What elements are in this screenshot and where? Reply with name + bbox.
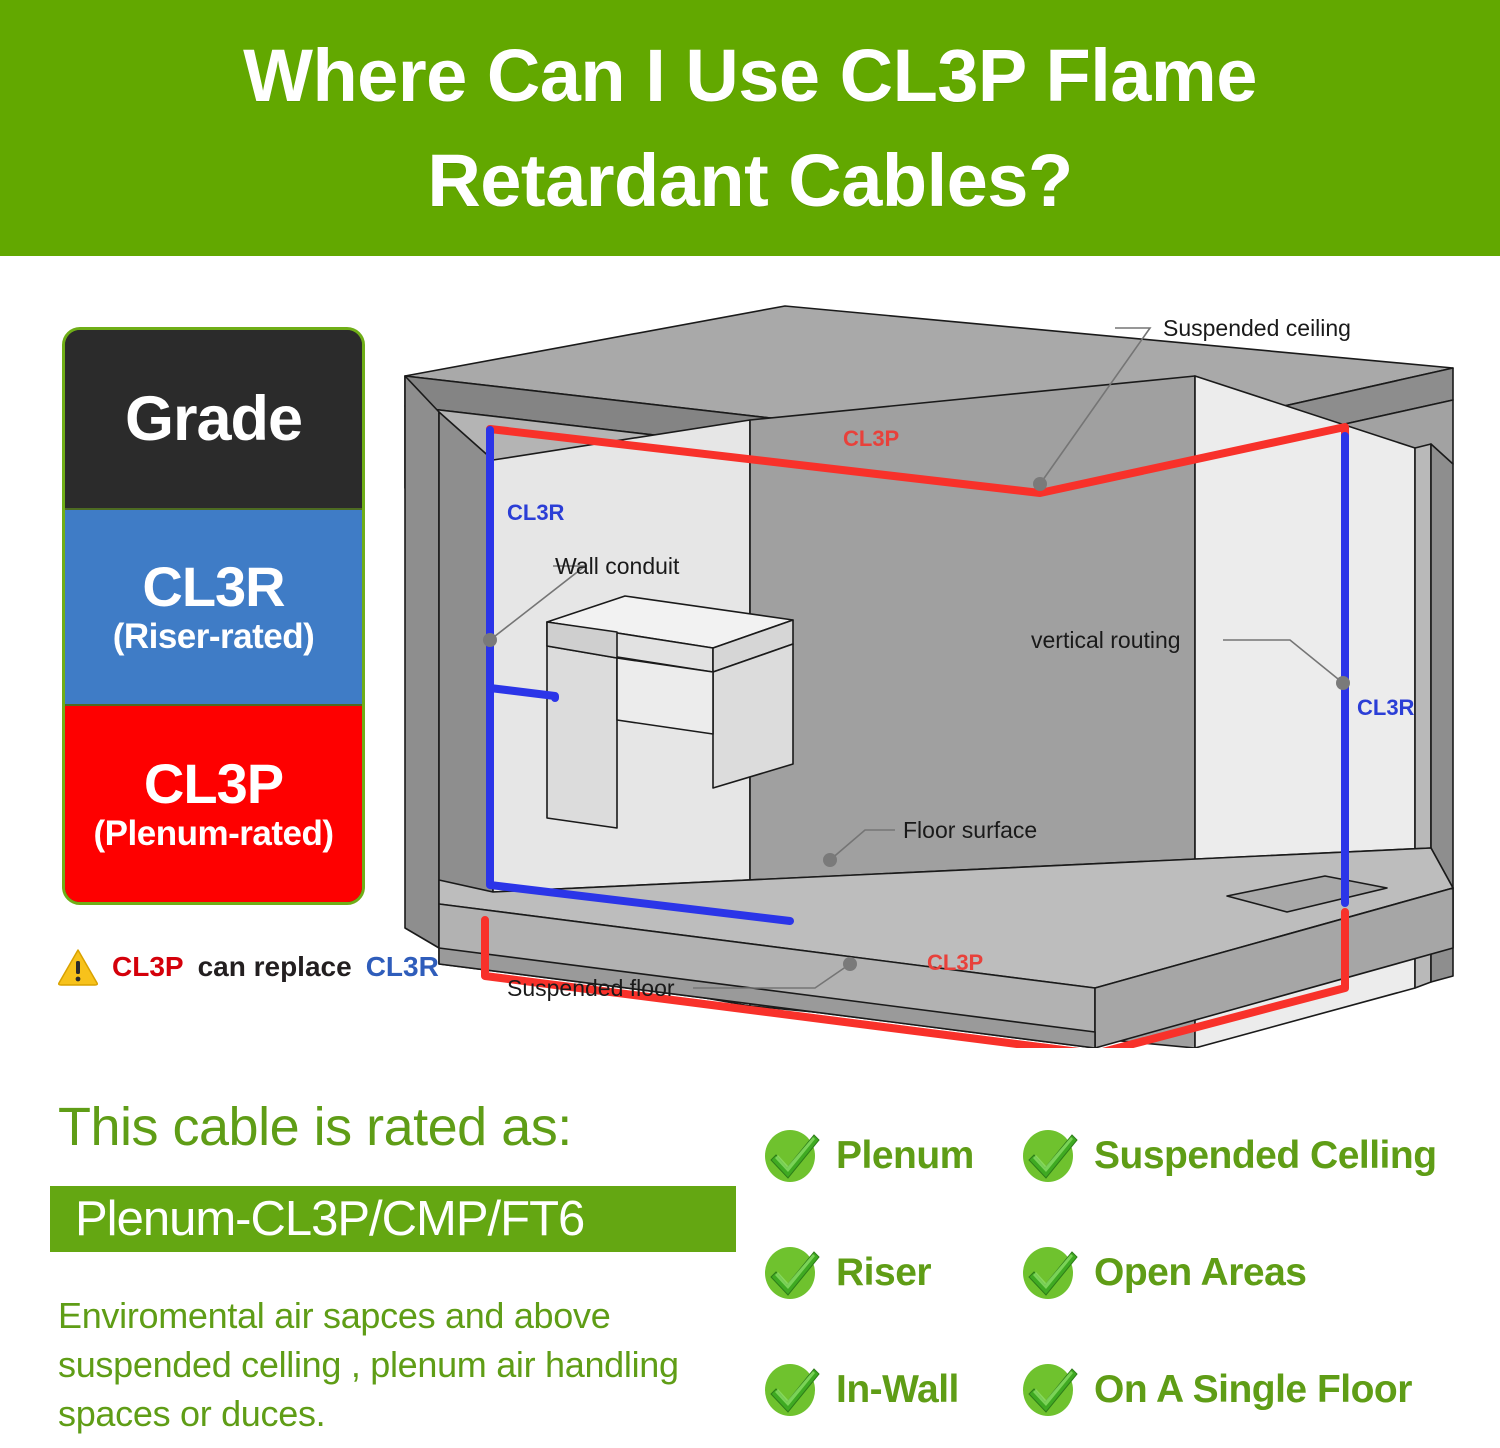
legend-cl3p-code: CL3P	[143, 751, 284, 815]
anchor-suspended-floor	[843, 957, 857, 971]
note-part-cl3r: CL3R	[365, 951, 439, 982]
leader-suspended-floor	[693, 963, 851, 989]
check-label: Suspended Celling	[1094, 1134, 1437, 1178]
legend-row-grade: Grade	[65, 330, 362, 508]
green-check-icon	[765, 1130, 820, 1183]
green-check-icon	[1023, 1130, 1078, 1183]
left-wall-edge	[438, 411, 494, 961]
tag-cl3p-ceiling: CL3P	[843, 426, 899, 451]
legend-cl3r-code: CL3R	[142, 554, 285, 618]
leader-floor-surface	[829, 829, 895, 861]
right-outer-wall	[1430, 443, 1454, 983]
anchor-wall-conduit	[483, 633, 497, 647]
check-label: In-Wall	[836, 1367, 959, 1411]
grade-legend: Grade CL3R (Riser-rated) CL3P (Plenum-ra…	[62, 327, 365, 905]
leader-wall-conduit	[489, 565, 588, 641]
green-check-icon	[765, 1363, 820, 1416]
rated-description: Enviromental air sapces and above suspen…	[58, 1295, 679, 1434]
legend-row-cl3p: CL3P (Plenum-rated)	[65, 704, 362, 902]
room-diagram-svg: .stk{stroke:#1a1a1a;stroke-width:1.6;str…	[404, 305, 1454, 1048]
leader-vertical-routing	[1223, 639, 1344, 684]
rating-check-grid: Plenum Suspended Celling Riser Open Area…	[762, 1098, 1492, 1448]
legend-grade-label: Grade	[124, 384, 303, 454]
legend-cl3p-sub: (Plenum-rated)	[93, 813, 334, 853]
check-item-in-wall: In-Wall	[762, 1331, 1020, 1448]
check-label: Plenum	[836, 1134, 974, 1178]
header-banner: Where Can I Use CL3P Flame Retardant Cab…	[0, 0, 1500, 256]
label-suspended-ceiling: Suspended ceiling	[1163, 315, 1351, 341]
label-floor-surface: Floor surface	[903, 817, 1037, 843]
green-check-icon	[765, 1246, 820, 1299]
leader-suspended-ceiling	[1039, 327, 1152, 485]
anchor-floor-surface	[823, 853, 837, 867]
check-item-open-areas: Open Areas	[1020, 1215, 1492, 1332]
label-vertical-routing: vertical routing	[1031, 627, 1181, 653]
room-diagram: .stk{stroke:#1a1a1a;stroke-width:1.6;str…	[395, 288, 1475, 1048]
label-wall-conduit: Wall conduit	[555, 553, 680, 579]
cl3r-left-cable	[486, 426, 794, 925]
green-check-icon	[1023, 1363, 1078, 1416]
desk	[546, 595, 794, 829]
check-item-suspended-celling: Suspended Celling	[1020, 1098, 1492, 1215]
warning-triangle-icon	[58, 949, 98, 986]
legend-row-cl3r: CL3R (Riser-rated)	[65, 508, 362, 704]
check-label: On A Single Floor	[1094, 1367, 1412, 1411]
rated-chip: Plenum-CL3P/CMP/FT6	[50, 1186, 736, 1252]
check-item-single-floor: On A Single Floor	[1020, 1331, 1492, 1448]
check-label: Riser	[836, 1250, 932, 1294]
rated-chip-label: Plenum-CL3P/CMP/FT6	[75, 1192, 585, 1246]
check-item-plenum: Plenum	[762, 1098, 1020, 1215]
green-check-icon	[1023, 1246, 1078, 1299]
cl3p-floor-cable	[481, 908, 1349, 1048]
note-part-cl3p: CL3P	[112, 951, 184, 982]
suspended-floor-bottom	[438, 947, 1096, 1048]
anchor-vertical-routing	[1336, 676, 1350, 690]
anchor-suspended-ceiling	[1033, 477, 1047, 491]
left-outer-wall	[404, 375, 440, 949]
check-label: Open Areas	[1094, 1250, 1307, 1294]
tag-cl3p-floor: CL3P	[927, 950, 983, 975]
rated-heading: This cable is rated as:	[58, 1097, 572, 1157]
tag-cl3r-right: CL3R	[1357, 695, 1415, 720]
suspended-floor-right	[1094, 887, 1454, 1048]
cl3r-wall-conduit-branch	[486, 684, 559, 702]
legend-cl3r-sub: (Riser-rated)	[112, 616, 315, 656]
check-item-riser: Riser	[762, 1215, 1020, 1332]
note-part-text: can replace	[197, 951, 352, 982]
page-title: Where Can I Use CL3P Flame Retardant Cab…	[243, 33, 1257, 222]
replacement-note: CL3P can replace CL3R	[58, 948, 439, 986]
label-suspended-floor: Suspended floor	[507, 975, 675, 1001]
tag-cl3r-left: CL3R	[507, 500, 565, 525]
